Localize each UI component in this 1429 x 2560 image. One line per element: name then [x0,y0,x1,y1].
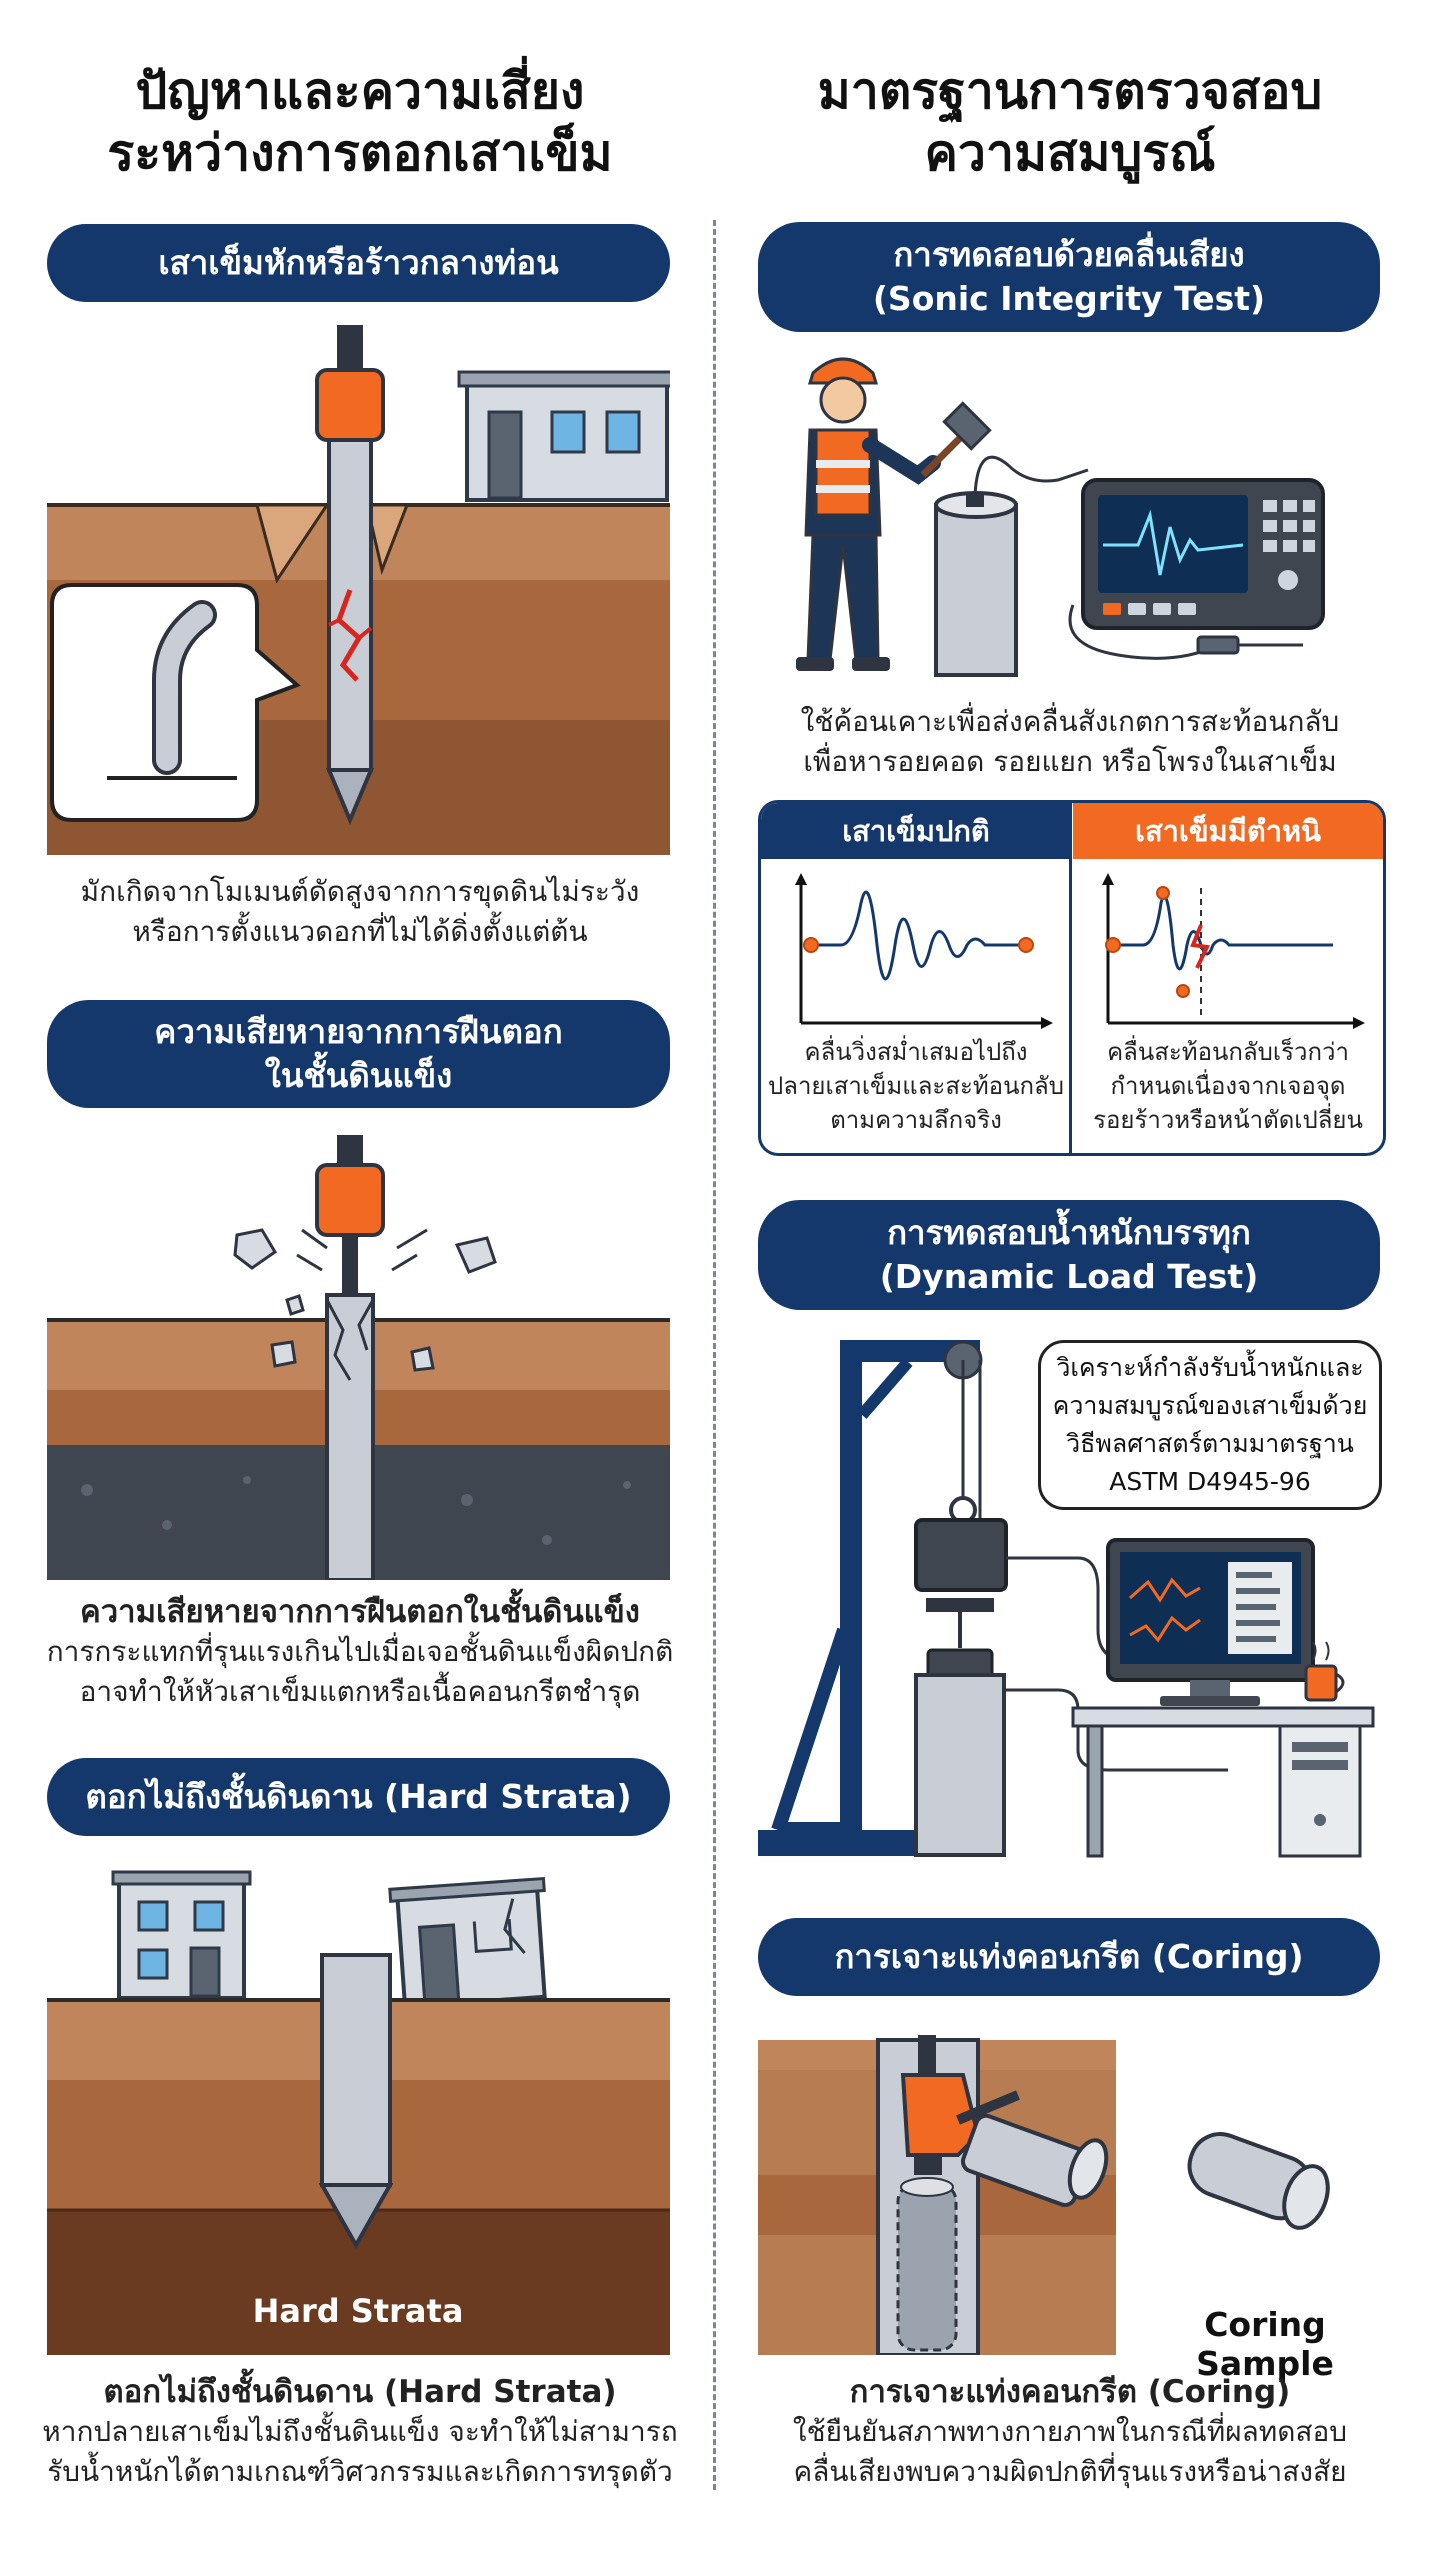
left-sec3-caption-title: ตอกไม่ถึงชั้นดินดาน (Hard Strata) [103,2374,617,2410]
table-divider [1069,803,1072,1153]
left-title-line1: ปัญหาและความเสี่ยง [135,62,585,120]
defect-desc-line2: กำหนดเนื่องจากเจอจุด [1110,1072,1346,1100]
left-sec2-pill: ความเสียหายจากการฝืนตอก ในชั้นดินแข็ง [47,1000,670,1108]
coffee-mug-icon [1304,1641,1345,1702]
coring-scene [758,2035,1330,2355]
left-sec1-caption-line2: หรือการตั้งแนวดอกที่ไม่ได้ดิ่งตั้งแต่ต้น [132,915,588,948]
right-sec2-pill: การทดสอบน้ำหนักบรรทุก (Dynamic Load Test… [758,1200,1380,1310]
left-sec1-caption-line1: มักเกิดจากโมเมนต์ดัดสูงจากการขุดดินไม่ระ… [80,875,640,908]
left-sec3-caption-line2: รับน้ำหนักได้ตามเกณฑ์วิศวกรรมและเกิดการท… [47,2455,673,2488]
right-title: มาตรฐานการตรวจสอบ ความสมบูรณ์ [730,60,1410,184]
left-sec2-pill-line1: ความเสียหายจากการฝืนตอก [154,1012,563,1051]
right-sec1-caption-line1: ใช้ค้อนเคาะเพื่อส่งคลื่นสังเกตการสะท้อนก… [800,705,1340,738]
bubble-line4: ASTM D4945-96 [1109,1467,1311,1496]
right-sec2-pill-line1: การทดสอบน้ำหนักบรรทุก [887,1213,1251,1252]
short-pile-scene: Hard Strata [47,1870,670,2355]
right-sec3-caption: การเจาะแท่งคอนกรีต (Coring) ใช้ยืนยันสภา… [735,2372,1405,2492]
left-sec2-pill-line2: ในชั้นดินแข็ง [264,1056,453,1095]
left-sec3-pill-label: ตอกไม่ถึงชั้นดินดาน (Hard Strata) [85,1777,632,1816]
right-sec3-caption-line1: ใช้ยืนยันสภาพทางกายภาพในกรณีที่ผลทดสอบ [792,2415,1348,2448]
analysis-monitor-icon [1106,1538,1315,1706]
right-sec2-pill-line2: (Dynamic Load Test) [879,1257,1259,1296]
defect-waveform-chart [1102,873,1365,1029]
tilted-building-icon [388,1876,547,2009]
dynamic-load-test-scene [758,1340,1375,1858]
bubble-line1: วิเคราะห์กำลังรับน้ำหนักและ [1056,1353,1364,1382]
right-sec1-pill: การทดสอบด้วยคลื่นเสียง (Sonic Integrity … [758,222,1380,332]
cracked-pile [315,325,385,826]
defect-desc-line3: รอยร้าวหรือหน้าตัดเปลี่ยน [1093,1106,1363,1134]
left-sec2-caption-title: ความเสียหายจากการฝืนตอกในชั้นดินแข็ง [80,1594,640,1630]
right-sec3-pill-label: การเจาะแท่งคอนกรีต (Coring) [834,1937,1304,1976]
sonic-test-scene [796,357,1325,677]
right-sec1-caption-line2: เพื่อหารอยคอด รอยแยก หรือโพรงในเสาเข็ม [803,745,1337,778]
short-pile [318,1953,394,2250]
signal-analyzer-icon [1081,478,1325,630]
left-sec1-caption: มักเกิดจากโมเมนต์ดัดสูงจากการขุดดินไม่ระ… [30,872,690,952]
left-title: ปัญหาและความเสี่ยง ระหว่างการตอกเสาเข็ม [20,60,700,184]
left-sec3-caption: ตอกไม่ถึงชั้นดินดาน (Hard Strata) หากปลา… [30,2372,690,2492]
intact-building-icon [111,1870,252,2000]
coring-sample-label: Coring Sample [1196,2305,1334,2383]
left-sec3-pill: ตอกไม่ถึงชั้นดินดาน (Hard Strata) [47,1758,670,1836]
normal-pile-header-label: เสาเข็มปกติ [842,814,990,848]
core-drill-icon [900,2035,1109,2208]
damaged-pile [315,1135,385,1580]
defect-desc-line1: คลื่นสะท้อนกลับเร็วกว่า [1107,1038,1349,1066]
debris-fragments [233,1228,497,1372]
left-sec1-pill-label: เสาเข็มหักหรือร้าวกลางท่อน [158,243,559,282]
normal-pile-header: เสาเข็มปกติ [761,803,1071,859]
hard-strata-label: Hard Strata [253,2292,464,2330]
right-sec1-pill-line1: การทดสอบด้วยคลื่นเสียง [893,235,1245,274]
bubble-line3: วิธีพลศาสตร์ตามมาตรฐาน [1066,1429,1354,1458]
sonic-comparison-table: เสาเข็มปกติ เสาเข็มมีตำหนิ คลื่นวิ่งสม่ำ… [758,800,1386,1156]
right-sec1-caption: ใช้ค้อนเคาะเพื่อส่งคลื่นสังเกตการสะท้อนก… [735,702,1405,782]
left-sec1-pill: เสาเข็มหักหรือร้าวกลางท่อน [47,224,670,302]
right-sec3-caption-title: การเจาะแท่งคอนกรีต (Coring) [849,2374,1291,2410]
left-sec2-caption-line2: อาจทำให้หัวเสาเข็มแตกหรือเนื้อคอนกรีตชำร… [79,1675,641,1708]
left-sec2-caption: ความเสียหายจากการฝืนตอกในชั้นดินแข็ง การ… [30,1592,690,1712]
hammer-icon [920,401,992,478]
normal-waveform-chart [795,873,1053,1029]
broken-pile-scene [47,325,670,855]
defect-pile-description: คลื่นสะท้อนกลับเร็วกว่า กำหนดเนื่องจากเจ… [1073,1035,1383,1137]
defect-pile-header: เสาเข็มมีตำหนิ [1073,803,1383,859]
normal-desc-line3: ตามความลึกจริง [830,1106,1002,1134]
column-divider [713,220,716,2490]
hard-driving-scene [47,1135,670,1580]
left-title-line2: ระหว่างการตอกเสาเข็ม [107,124,613,182]
load-test-pile [914,1648,1006,1857]
building-icon [457,370,670,502]
normal-desc-line2: ปลายเสาเข็มและสะท้อนกลับ [768,1072,1064,1100]
left-sec2-caption-line1: การกระแทกที่รุนแรงเกินไปเมื่อเจอชั้นดินแ… [46,1635,674,1668]
normal-pile-description: คลื่นวิ่งสม่ำเสมอไปถึง ปลายเสาเข็มและสะท… [761,1035,1071,1137]
normal-desc-line1: คลื่นวิ่งสม่ำเสมอไปถึง [804,1038,1028,1066]
test-pile [934,491,1018,677]
desk-icon [1071,1706,1375,1858]
right-sec3-pill: การเจาะแท่งคอนกรีต (Coring) [758,1918,1380,1996]
right-sec3-caption-line2: คลื่นเสียงพบความผิดปกติที่รุนแรงหรือน่าส… [793,2455,1347,2488]
bent-pile-callout [50,583,301,822]
bubble-line2: ความสมบูรณ์ของเสาเข็มด้วย [1052,1391,1368,1420]
right-title-line2: ความสมบูรณ์ [924,124,1216,182]
coring-sample-icon [1187,2132,1330,2230]
right-sec1-pill-line2: (Sonic Integrity Test) [872,279,1266,318]
left-sec3-caption-line1: หากปลายเสาเข็มไม่ถึงชั้นดินแข็ง จะทำให้ไ… [42,2415,678,2448]
worker-icon [796,357,941,671]
dynamic-test-speech-bubble: วิเคราะห์กำลังรับน้ำหนักและ ความสมบูรณ์ข… [1038,1340,1382,1510]
defect-pile-header-label: เสาเข็มมีตำหนิ [1135,814,1321,848]
right-title-line1: มาตรฐานการตรวจสอบ [817,62,1323,120]
